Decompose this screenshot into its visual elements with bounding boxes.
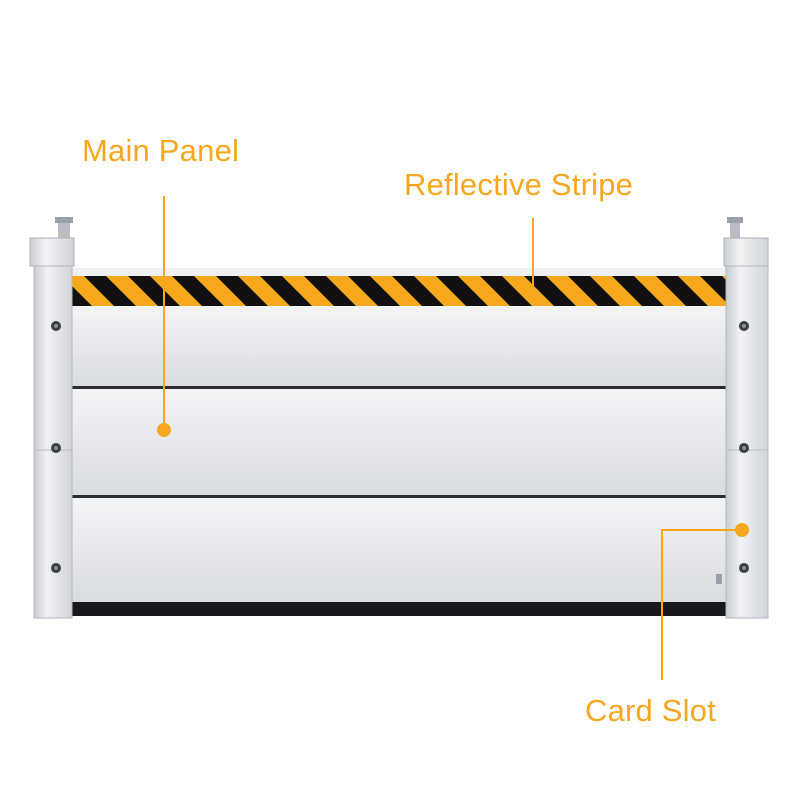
stripe-band [172,276,224,306]
bolt-icon [51,321,61,331]
callout-dot [735,523,749,537]
stripe-band [700,276,726,302]
bolts [51,321,749,573]
bolt-icon [739,563,749,573]
left-post [29,217,75,619]
reflective-stripe-label: Reflective Stripe [404,167,634,202]
stripe-band [480,276,532,306]
stripe-band [612,276,664,306]
stripe-band [568,276,620,306]
stripe-band [392,276,444,306]
stripe-band [128,276,180,306]
bolt-icon [739,443,749,453]
stripe-band [72,286,92,306]
stripe-band [216,276,268,306]
callout-dot [157,423,171,437]
stripe-band [260,276,312,306]
stripe-band [524,276,576,306]
reflective-stripe [72,276,726,306]
bolt-icon [739,321,749,331]
bolt-icon [51,563,61,573]
main-panel-label: Main Panel [82,133,240,168]
callout-main-panel [157,196,171,437]
callout-dot [526,288,540,302]
stripe-band [656,276,708,306]
stripe-band [304,276,356,306]
stripe-band [348,276,400,306]
callout-reflective-stripe [526,218,540,302]
bolt-icon [51,443,61,453]
stripe-band [84,276,136,306]
callout-card-slot [661,523,749,680]
stripe-band [436,276,488,306]
card-slot-label: Card Slot [585,693,717,728]
main-panel [72,268,726,616]
